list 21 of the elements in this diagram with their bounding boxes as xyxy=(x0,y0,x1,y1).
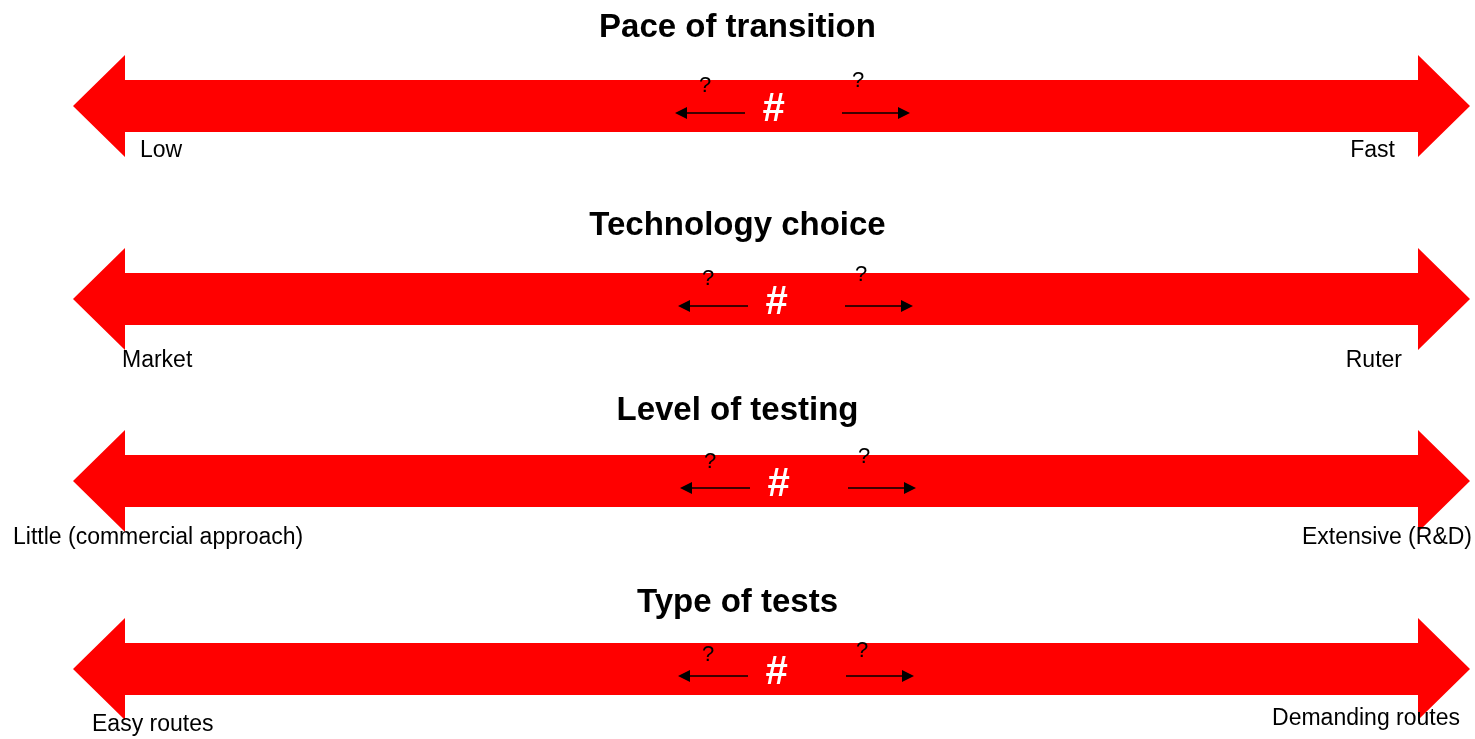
question-mark: ? xyxy=(699,74,712,96)
scale-end-label: Extensive (R&D) xyxy=(1302,525,1472,548)
heading: Type of tests xyxy=(636,584,839,617)
hash-symbol: # xyxy=(765,650,788,690)
hash-symbol: # xyxy=(765,280,788,320)
scale-end-label: Little (commercial approach) xyxy=(13,525,304,548)
hash-symbol: # xyxy=(762,87,785,127)
heading: Pace of transition xyxy=(599,9,876,42)
question-mark: ? xyxy=(702,267,715,289)
scale-end-label: Market xyxy=(122,348,193,371)
heading: Technology choice xyxy=(589,207,886,240)
question-mark: ? xyxy=(702,643,715,665)
scale-end-label: Ruter xyxy=(1345,348,1402,371)
question-mark: ? xyxy=(704,450,717,472)
heading: Level of testing xyxy=(616,392,859,425)
scale-end-label: Fast xyxy=(1350,138,1395,161)
question-mark: ? xyxy=(856,639,869,661)
scale-end-label: Low xyxy=(140,138,183,161)
hash-symbol: # xyxy=(767,462,790,502)
scale-end-label: Easy routes xyxy=(92,712,214,735)
scale-end-label: Demanding routes xyxy=(1272,706,1460,729)
